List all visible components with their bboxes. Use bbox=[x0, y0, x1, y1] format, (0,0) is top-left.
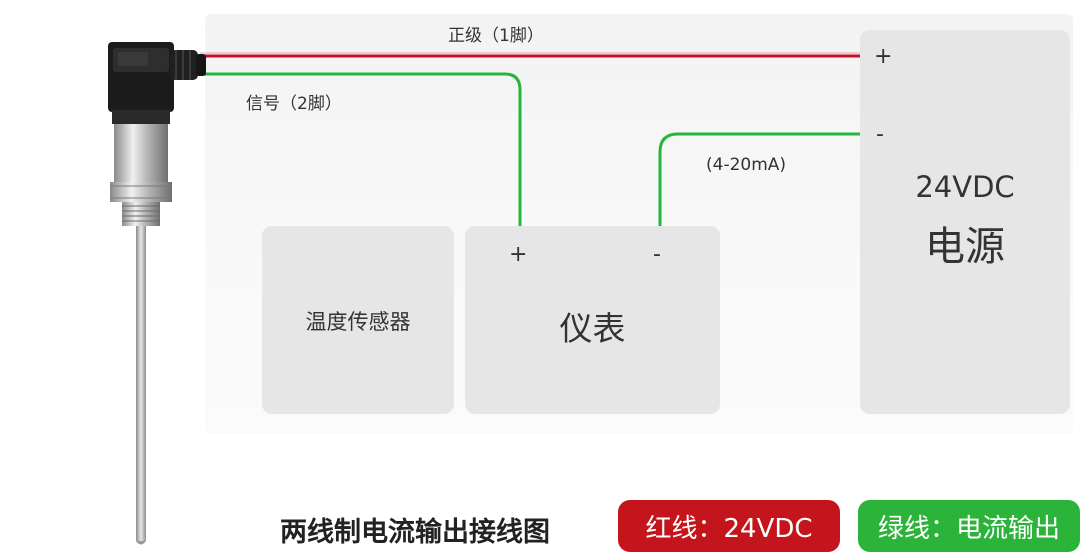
meter-box-label: 仪表 bbox=[559, 309, 626, 348]
green-wire-signal bbox=[200, 72, 522, 226]
sensor-box-label: 温度传感器 bbox=[305, 310, 411, 334]
power-minus-terminal: - bbox=[876, 122, 884, 147]
current-range-label: (4-20mA) bbox=[706, 155, 787, 175]
power-plus-terminal: + bbox=[874, 44, 893, 69]
green-wire-legend: 绿线：电流输出 bbox=[858, 500, 1080, 552]
meter-box: + - 仪表 bbox=[465, 226, 720, 414]
diagram-title: 两线制电流输出接线图 bbox=[280, 517, 550, 548]
meter-minus-terminal: - bbox=[653, 242, 661, 267]
power-supply-box: + - 24VDC 电源 bbox=[860, 30, 1070, 414]
sensor-box: 温度传感器 bbox=[262, 226, 454, 414]
meter-plus-terminal: + bbox=[509, 242, 528, 267]
red-wire bbox=[200, 52, 862, 58]
positive-pin-label: 正级（1脚） bbox=[448, 26, 544, 46]
power-voltage-label: 24VDC bbox=[915, 170, 1015, 204]
green-wire-return bbox=[658, 132, 862, 226]
signal-pin-label: 信号（2脚） bbox=[246, 94, 342, 114]
temperature-sensor-image bbox=[108, 42, 206, 545]
power-name-label: 电源 bbox=[925, 224, 1005, 270]
red-wire-legend: 红线：24VDC bbox=[618, 500, 840, 552]
